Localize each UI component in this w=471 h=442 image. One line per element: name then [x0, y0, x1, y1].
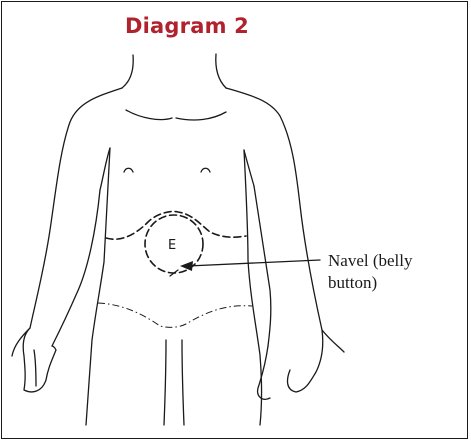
navel-callout-label: Navel (belly button) [328, 250, 463, 294]
right-arm-outline [226, 88, 322, 330]
callout-line [188, 260, 320, 266]
callout-arrowhead [180, 261, 193, 271]
neck-right-outline [216, 54, 226, 88]
left-inner-arm-outline [52, 190, 100, 346]
right-inner-arm-outline [254, 186, 271, 346]
region-e-label: E [168, 238, 176, 253]
left-leg-inner-line [164, 340, 166, 425]
left-arm-outline [30, 88, 122, 328]
right-hand-outline [258, 330, 344, 399]
left-chest-line [126, 110, 172, 120]
left-nipple [124, 168, 133, 172]
neck-left-outline [122, 55, 133, 88]
left-hand-outline [12, 328, 56, 392]
right-nipple [201, 168, 210, 172]
torso-left-side [86, 148, 110, 425]
hip-line [98, 303, 252, 327]
right-chest-line [176, 112, 226, 120]
right-leg-inner-line [182, 340, 184, 425]
